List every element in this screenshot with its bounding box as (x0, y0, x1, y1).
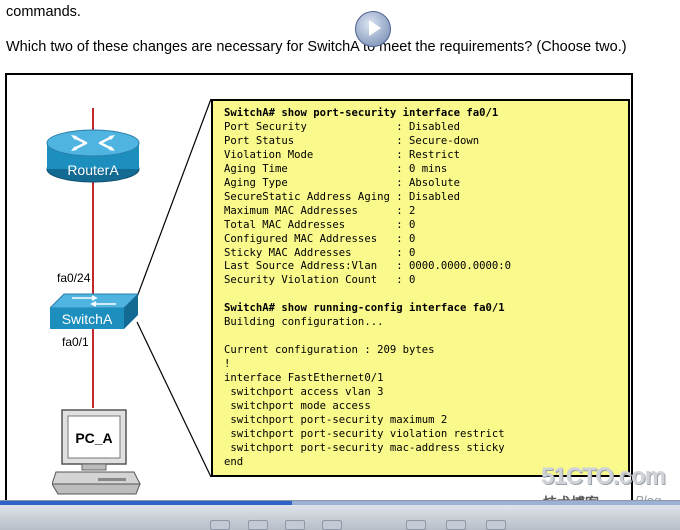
cli-line: end (224, 455, 244, 468)
cli-line: Building configuration... (224, 316, 384, 329)
cli-line: SwitchA# show running-config interface f… (224, 302, 505, 315)
port-label-fa0-24: fa0/24 (57, 271, 91, 285)
watermark-logo: 51CTO.com (541, 463, 666, 490)
cli-line: Port Security : Disabled (224, 120, 460, 133)
cli-line: ! (224, 358, 231, 371)
cli-line: Sticky MAC Addresses : 0 (224, 246, 416, 259)
cli-line: Port Status : Secure-down (224, 134, 480, 147)
cli-line: Total MAC Addresses : 0 (224, 218, 416, 231)
cli-line: interface FastEthernet0/1 (224, 372, 384, 385)
cli-line: switchport port-security maximum 2 (224, 413, 448, 426)
network-cable (92, 108, 94, 408)
media-player-bar (0, 500, 680, 530)
progress-track[interactable] (0, 501, 680, 505)
cli-line: Security Violation Count : 0 (224, 274, 416, 287)
progress-fill (0, 501, 293, 505)
play-icon (369, 20, 381, 36)
question-text-line-1: commands. (6, 4, 81, 20)
cli-line: Maximum MAC Addresses : 2 (224, 204, 416, 217)
switch-label: SwitchA (61, 311, 113, 327)
cli-output-text: SwitchA# show port-security interface fa… (224, 107, 511, 470)
cli-line: switchport port-security mac-address sti… (224, 441, 505, 454)
question-text-line-2: Which two of these changes are necessary… (6, 39, 627, 55)
cli-line: SwitchA# show port-security interface fa… (224, 107, 499, 119)
cli-line: switchport port-security violation restr… (224, 427, 505, 440)
cli-line: Last Source Address:Vlan : 0000.0000.000… (224, 260, 512, 273)
router-label: RouterA (67, 162, 119, 178)
pc-icon[interactable] (52, 408, 142, 500)
router-icon[interactable] (46, 127, 140, 183)
cli-line: Configured MAC Addresses : 0 (224, 232, 416, 245)
cli-line: switchport mode access (224, 400, 371, 413)
cli-line: Current configuration : 209 bytes (224, 344, 435, 357)
cli-line: switchport access vlan 3 (224, 386, 384, 399)
pc-label: PC_A (75, 430, 113, 446)
switch-icon[interactable] (50, 292, 140, 330)
port-label-fa0-1: fa0/1 (62, 335, 89, 349)
cli-line: Aging Time : 0 mins (224, 162, 448, 175)
cli-line: SecureStatic Address Aging : Disabled (224, 190, 460, 203)
play-button[interactable] (355, 11, 391, 47)
cli-output-panel: SwitchA# show port-security interface fa… (211, 99, 630, 477)
cli-line: Violation Mode : Restrict (224, 148, 460, 161)
cli-line: Aging Type : Absolute (224, 176, 460, 189)
